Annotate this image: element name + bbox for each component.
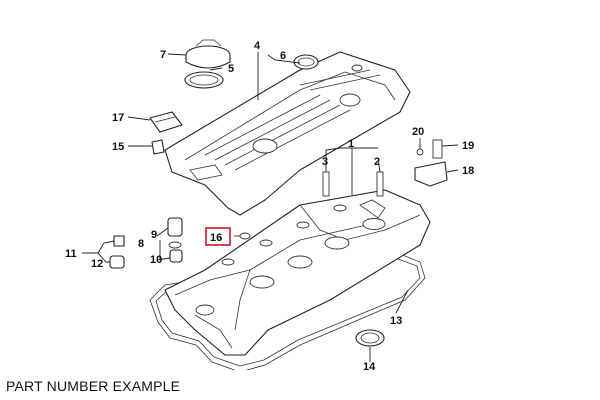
exploded-view-drawing: 1 2 3 4 5 6 7 8 9 10 11 12 13 14 15 16 1… [65,39,474,370]
callout-18: 18 [462,165,474,177]
callout-17: 17 [112,112,124,124]
callout-16-highlight [205,227,231,246]
callout-5: 5 [228,63,234,75]
cover-cap [149,111,183,133]
callout-8: 8 [138,238,144,250]
stud-bolt-2 [376,171,384,197]
clip [432,139,443,159]
callout-13: 13 [390,315,402,327]
rubber-grommet [109,255,125,269]
callout-9: 9 [151,229,157,241]
callout-3: 3 [322,156,328,168]
callout-6: 6 [280,50,286,62]
washer [239,232,251,240]
stud-bolt [322,171,330,197]
callout-12: 12 [91,258,103,270]
callout-4: 4 [254,40,261,52]
filler-cap-seal [184,71,224,89]
seal-ring [168,241,182,249]
bracket [414,161,448,187]
engine-cover [164,51,411,216]
callout-15: 15 [112,141,124,153]
callout-1: 1 [348,138,354,150]
bolt [113,235,125,247]
screw [416,148,424,156]
sleeve [167,217,183,237]
shaft-seal [355,329,385,347]
callout-labels: 1 2 3 4 5 6 7 8 9 10 11 12 13 14 15 16 1… [65,40,474,370]
callout-10: 10 [150,254,162,266]
callout-14: 14 [363,361,376,370]
callout-2: 2 [374,156,380,168]
leader-lines [82,52,459,362]
caption: PART NUMBER EXAMPLE [6,378,181,394]
callout-16: 16 [210,232,222,244]
callout-11: 11 [65,248,77,260]
rubber-plug [151,139,165,155]
callout-19: 19 [462,140,474,152]
cylinder-head-cover [164,189,431,356]
callout-7: 7 [160,49,166,61]
rubber-mount [169,249,183,263]
callout-20: 20 [412,126,424,138]
